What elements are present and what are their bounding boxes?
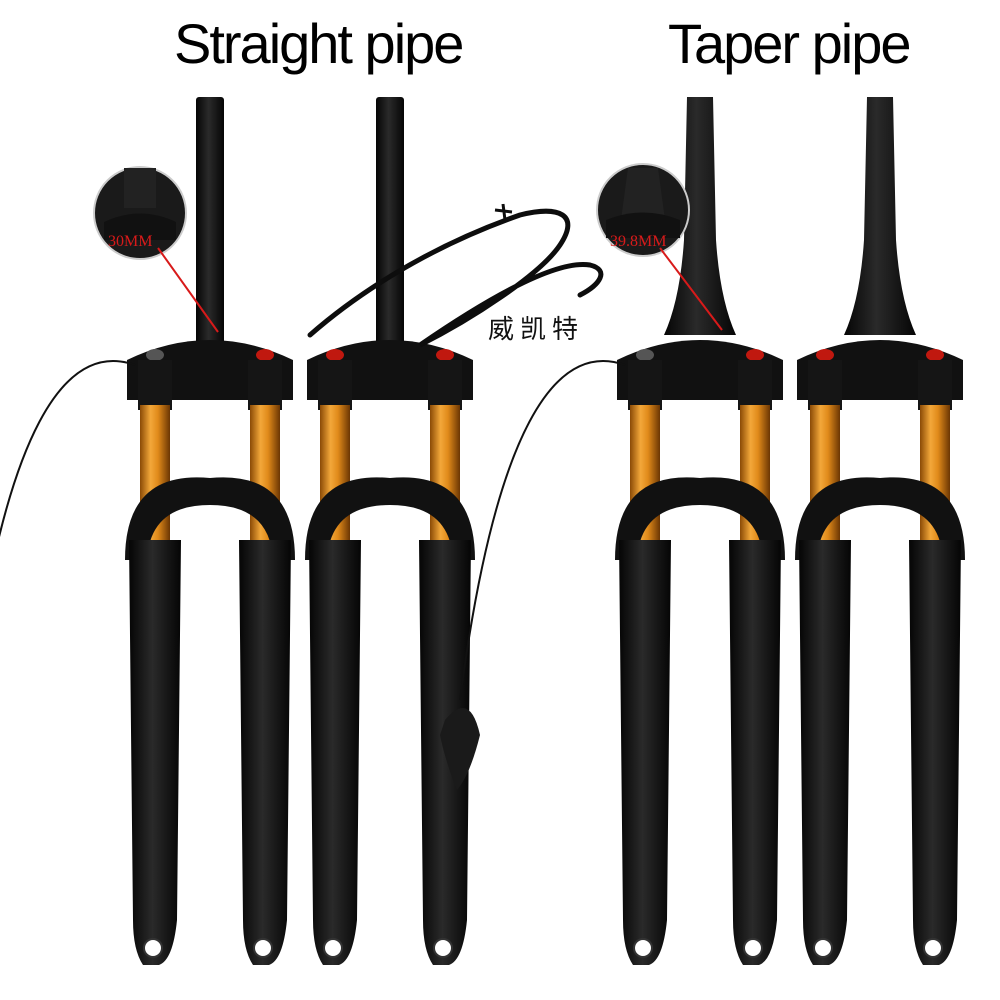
stanchion-top (628, 360, 662, 410)
remote-cable (459, 360, 626, 701)
taper-diameter-label: 39.8MM (610, 233, 666, 250)
lower-leg (729, 540, 781, 965)
dropout (813, 938, 833, 958)
brake-arch (305, 477, 475, 560)
adjuster-knob (926, 349, 944, 361)
straight-diameter-callout: 30MM (93, 166, 219, 333)
fork-taper-manual (795, 97, 965, 965)
dropout (743, 938, 763, 958)
steerer-tube (844, 97, 916, 335)
brake-arch (795, 477, 965, 560)
brake-arch (125, 477, 295, 560)
steerer-tube (196, 97, 224, 347)
lower-leg (799, 540, 851, 965)
straight-diameter-label: 30MM (108, 233, 152, 250)
fork-straight-remote (0, 97, 295, 965)
stanchion-top (428, 360, 462, 410)
stanchion-top (318, 360, 352, 410)
lower-leg (239, 540, 291, 965)
lockout-knob (816, 349, 834, 361)
dropout (253, 938, 273, 958)
stanchion-top (918, 360, 952, 410)
lower-leg (129, 540, 181, 965)
stanchion-top (138, 360, 172, 410)
dropout (143, 938, 163, 958)
fork-straight-manual (305, 97, 475, 965)
taper-pipe-title: Taper pipe (668, 12, 912, 75)
dropout (433, 938, 453, 958)
remote-lever (440, 708, 480, 790)
lockout-knob (636, 349, 654, 361)
lockout-knob (326, 349, 344, 361)
lower-leg (309, 540, 361, 965)
dropout (923, 938, 943, 958)
lower-leg (909, 540, 961, 965)
lower-leg (619, 540, 671, 965)
stanchion-top (248, 360, 282, 410)
lockout-knob (146, 349, 164, 361)
dropout (323, 938, 343, 958)
brake-arch (615, 477, 785, 560)
watermark-text: 威凯特 (488, 315, 584, 345)
watermark: 威凯特 (307, 203, 604, 348)
stanchion-top (738, 360, 772, 410)
adjuster-knob (256, 349, 274, 361)
remote-cable (0, 360, 136, 538)
adjuster-knob (436, 349, 454, 361)
adjuster-knob (746, 349, 764, 361)
steerer-tube (376, 97, 404, 347)
straight-pipe-title: Straight pipe (174, 12, 464, 75)
stanchion-top (808, 360, 842, 410)
taper-diameter-callout: 39.8MM (596, 163, 723, 331)
dropout (633, 938, 653, 958)
